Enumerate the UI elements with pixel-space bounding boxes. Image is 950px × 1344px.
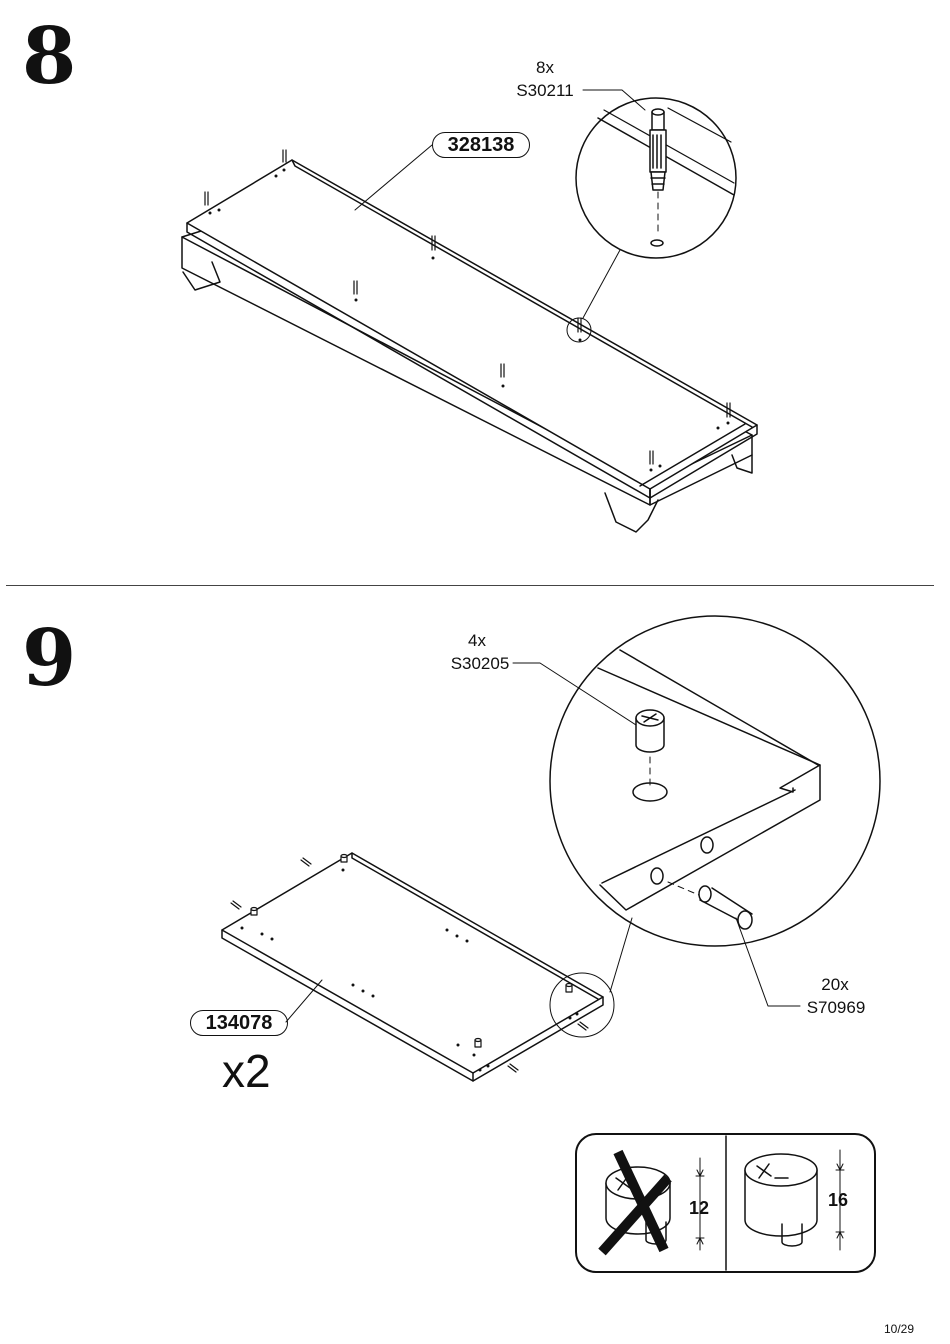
step-9-cam-leader (512, 662, 637, 726)
step-9-cam-fittings (250, 853, 573, 1048)
cam-right-orientation (744, 1149, 845, 1251)
step-8-hardware-qty: 8x (536, 58, 554, 77)
step-8-hardware-leader (582, 89, 646, 111)
step-8-number: 8 (22, 11, 77, 102)
step-9-part-number: 134078 (190, 1010, 288, 1036)
step-9-number: 9 (22, 613, 77, 704)
step-8-panel (186, 159, 758, 499)
step-9-part-leader (285, 979, 323, 1023)
cam-check-box (575, 1133, 876, 1273)
cam-right-dimension: 16 (828, 1190, 849, 1210)
step-9-dowel-leader (735, 917, 801, 1007)
step-divider (6, 585, 934, 586)
step-9-panel (221, 852, 604, 1082)
step-8-pegs (204, 149, 731, 465)
step-8-holes (208, 168, 730, 472)
step-9-dowels (230, 857, 589, 1073)
step-9-multiplier: x2 (222, 1045, 271, 1097)
step-8-hardware-code: S30211 (516, 81, 574, 100)
step-9-dowel-code: S70969 (806, 998, 866, 1017)
step-8-part-number: 328138 (432, 132, 530, 158)
step-9-cam-code: S30205 (450, 654, 510, 673)
step-9-dowel-qty: 20x (821, 975, 849, 994)
step-9-cam-qty: 4x (468, 631, 486, 650)
step-9-holes (240, 868, 579, 1072)
page-number: 10/29 (884, 1322, 915, 1336)
step-8-zoom-detail (566, 97, 737, 343)
cam-wrong-cross-mark (598, 1149, 672, 1256)
step-8-part-leader (354, 144, 433, 211)
step-9-zoom-detail (549, 615, 881, 1038)
cam-wrong-dimension: 12 (689, 1198, 710, 1218)
